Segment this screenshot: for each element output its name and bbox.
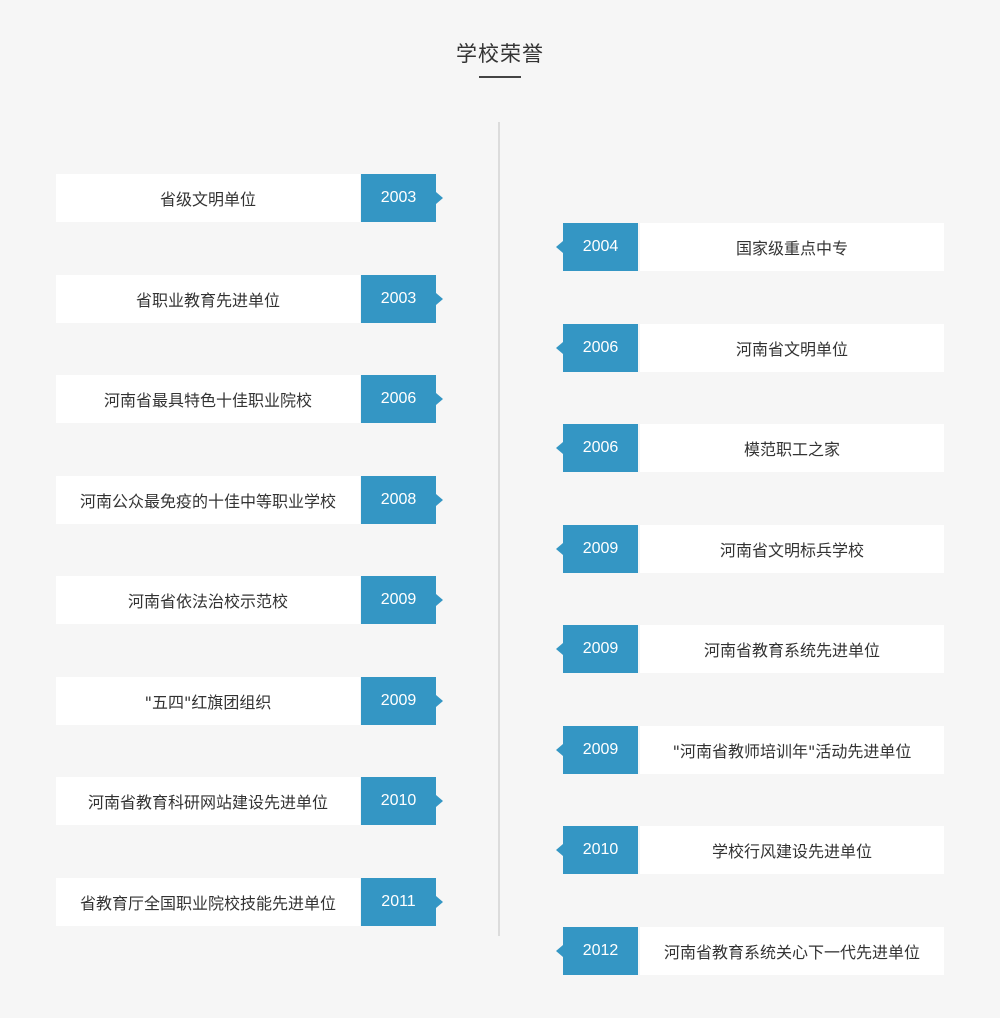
honor-year-badge: 2003: [361, 174, 443, 222]
honor-title: 河南省依法治校示范校: [56, 576, 360, 624]
honor-item: 2009 "河南省教师培训年"活动先进单位: [556, 726, 944, 774]
honor-title: 省级文明单位: [56, 174, 360, 222]
page-title: 学校荣誉: [456, 42, 544, 66]
honor-item: 省职业教育先进单位 2003: [56, 275, 443, 323]
honor-title: "五四"红旗团组织: [56, 677, 360, 725]
honor-year-badge: 2009: [556, 726, 638, 774]
honor-item: 河南省教育科研网站建设先进单位 2010: [56, 777, 443, 825]
honor-title: 学校行风建设先进单位: [640, 826, 944, 874]
honor-year-badge: 2003: [361, 275, 443, 323]
honor-item: 2006 模范职工之家: [556, 424, 944, 472]
honor-item: 2010 学校行风建设先进单位: [556, 826, 944, 874]
honor-item: 省教育厅全国职业院校技能先进单位 2011: [56, 878, 443, 926]
honor-title: 省职业教育先进单位: [56, 275, 360, 323]
honor-title: 河南省教育系统关心下一代先进单位: [640, 927, 944, 975]
honor-year-badge: 2008: [361, 476, 443, 524]
honor-year-badge: 2010: [556, 826, 638, 874]
honor-year-badge: 2009: [556, 625, 638, 673]
honor-item: 省级文明单位 2003: [56, 174, 443, 222]
honor-title: 河南省教育科研网站建设先进单位: [56, 777, 360, 825]
honor-title: 河南省最具特色十佳职业院校: [56, 375, 360, 423]
honor-item: "五四"红旗团组织 2009: [56, 677, 443, 725]
honor-item: 2012 河南省教育系统关心下一代先进单位: [556, 927, 944, 975]
honor-year-badge: 2011: [361, 878, 443, 926]
honor-title: "河南省教师培训年"活动先进单位: [640, 726, 944, 774]
honor-title: 河南省教育系统先进单位: [640, 625, 944, 673]
honor-year-badge: 2009: [361, 677, 443, 725]
honor-item: 河南公众最免疫的十佳中等职业学校 2008: [56, 476, 443, 524]
honor-year-badge: 2004: [556, 223, 638, 271]
honor-item: 2009 河南省文明标兵学校: [556, 525, 944, 573]
honor-year-badge: 2006: [361, 375, 443, 423]
honor-item: 河南省最具特色十佳职业院校 2006: [56, 375, 443, 423]
honor-title: 河南省文明标兵学校: [640, 525, 944, 573]
honor-item: 河南省依法治校示范校 2009: [56, 576, 443, 624]
honor-title: 模范职工之家: [640, 424, 944, 472]
honor-item: 2009 河南省教育系统先进单位: [556, 625, 944, 673]
honor-item: 2004 国家级重点中专: [556, 223, 944, 271]
honor-year-badge: 2006: [556, 324, 638, 372]
honor-year-badge: 2010: [361, 777, 443, 825]
honor-year-badge: 2012: [556, 927, 638, 975]
honor-year-badge: 2009: [556, 525, 638, 573]
honor-title: 河南省文明单位: [640, 324, 944, 372]
honor-title: 国家级重点中专: [640, 223, 944, 271]
title-underline: [479, 76, 521, 78]
honor-title: 河南公众最免疫的十佳中等职业学校: [56, 476, 360, 524]
timeline-center-line: [498, 122, 500, 936]
honor-year-badge: 2006: [556, 424, 638, 472]
honor-year-badge: 2009: [361, 576, 443, 624]
honor-title: 省教育厅全国职业院校技能先进单位: [56, 878, 360, 926]
honor-item: 2006 河南省文明单位: [556, 324, 944, 372]
